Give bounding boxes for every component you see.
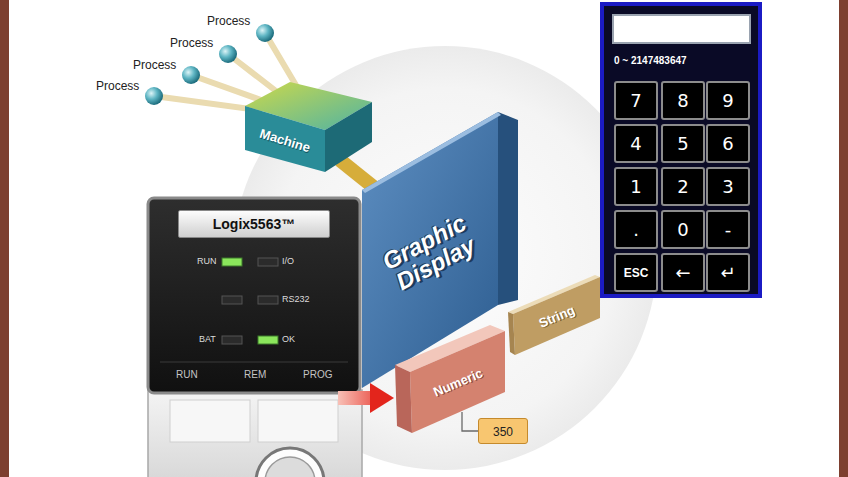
keypad-key: 8 [661,81,705,120]
status-led [258,296,278,304]
led-label: I/O [282,256,294,266]
key-label: 4 [630,135,641,153]
module-panel [258,400,338,442]
mode-label: RUN [176,369,198,380]
process-ball [219,45,237,63]
key-switch [256,448,324,477]
led-label: RS232 [282,294,310,304]
key-label: 7 [630,92,641,110]
keypad-key: 6 [706,124,750,163]
mode-label: REM [244,369,266,380]
status-led [222,296,242,304]
keypad-body [602,4,760,296]
numeric-block-shape [392,322,507,412]
keypad-key: 4 [614,124,658,163]
panel-body [148,198,360,393]
block-face [395,365,412,433]
key-switch-core [265,457,315,477]
key-label: 0 [677,221,688,239]
block-face [325,102,372,172]
keypad-key: - [706,210,750,249]
keypad-key: 9 [706,81,750,120]
value-text: 350 [493,425,513,439]
keypad-key: ← [661,253,705,292]
keypad-key: 5 [661,124,705,163]
mode-label: PROG [303,369,332,380]
controller-module [148,390,362,477]
key-label: . [633,221,639,239]
key-label: 3 [722,178,733,196]
keypad-key: 1 [614,167,658,206]
process-label: Process [170,36,213,50]
key-label: 6 [722,135,733,153]
led-label: BAT [199,334,216,344]
frame-edge [839,0,848,477]
block-face [362,112,501,193]
module-body [148,390,362,477]
module-panel [170,400,250,442]
stick [154,96,258,110]
key-label: ESC [624,267,649,279]
entry-field [613,15,750,43]
string-block: String [505,262,600,357]
keypad-key: 2 [661,167,705,206]
process-label: Process [207,14,250,28]
frame-edge [0,0,9,477]
process-label: Process [133,58,176,72]
keypad-key: 7 [614,81,658,120]
process-ball [182,66,200,84]
block-face [513,277,600,355]
led-label: OK [282,334,295,344]
process-ball [145,87,163,105]
range-text: 0 ~ 2147483647 [614,55,687,66]
block-face [498,112,518,305]
block-face [245,106,325,172]
numeric-block: Numeric [392,322,507,412]
key-label: 2 [677,178,688,196]
keypad: 0 ~ 2147483647 7 8 9 4 5 6 1 2 3. 0 - ESC ← ↵ [600,2,762,298]
process-label: Process [96,79,139,93]
key-label: ← [675,264,690,282]
led-label: RUN [197,256,217,266]
block-face [508,312,515,355]
controller: Logix5563™ [148,198,338,477]
key-label: 8 [677,92,688,110]
leader-connector [462,412,478,431]
key-label: - [725,221,732,239]
key-label: 9 [722,92,733,110]
controller-title: Logix5563™ [178,210,330,238]
keypad-panel [602,4,760,296]
keypad-key: ESC [614,253,658,292]
key-label: 5 [677,135,688,153]
keypad-key: 0 [661,210,705,249]
status-led [258,258,278,266]
process-ball [256,24,274,42]
status-led [222,258,242,266]
key-label: 1 [630,178,641,196]
status-led [222,336,242,344]
value-box: 350 [478,418,528,444]
keypad-key: 3 [706,167,750,206]
signal-arrow [338,391,374,405]
machine-block: Machine [240,80,340,160]
key-label: ↵ [720,264,735,282]
panel-divider [160,362,348,363]
controller-panel [148,198,360,393]
keypad-key: ↵ [706,253,750,292]
keypad-key: . [614,210,658,249]
status-led [258,336,278,344]
